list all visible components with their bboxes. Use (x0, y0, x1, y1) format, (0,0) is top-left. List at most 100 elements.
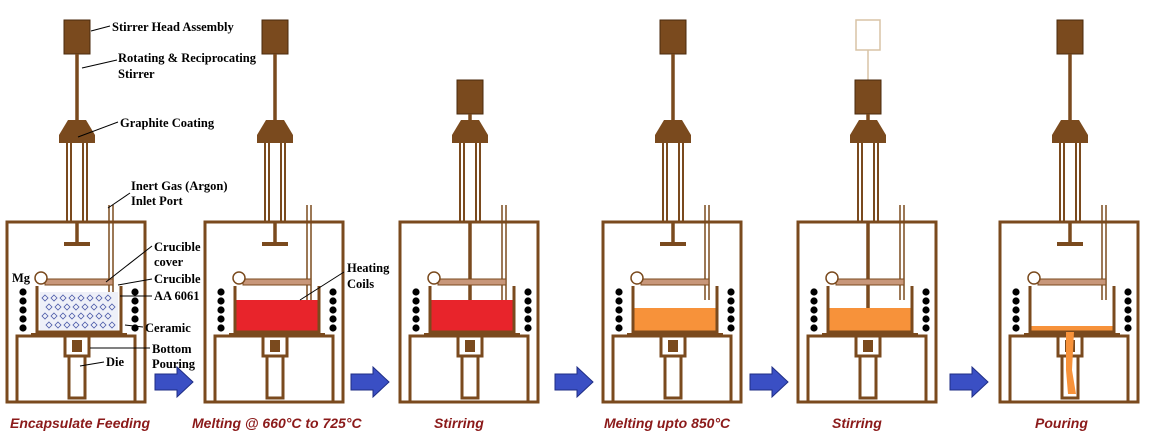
heating-coil (329, 306, 337, 314)
graphite-hood (59, 120, 95, 143)
crucible-cover (44, 278, 114, 286)
heating-coils-label-line2: Coils (347, 277, 374, 291)
charge-particle (41, 312, 49, 320)
caption-stage-4: Melting upto 850°C (604, 415, 731, 431)
heating-coil (217, 288, 225, 296)
heating-coil (412, 288, 420, 296)
heating-coil (217, 315, 225, 323)
mg-capsule (34, 271, 48, 285)
heating-coil (1012, 324, 1020, 332)
heating-coil (1124, 288, 1132, 296)
heating-coil (217, 306, 225, 314)
mg-capsule (825, 271, 839, 285)
mg-capsule (232, 271, 246, 285)
heating-coil (810, 288, 818, 296)
stage-1 (5, 19, 147, 404)
heating-coil (727, 324, 735, 332)
charge-particle (86, 312, 94, 320)
stirrer-head (456, 79, 484, 115)
heating-coil (727, 306, 735, 314)
process-arrow-1 (154, 365, 194, 399)
heating-coil (19, 297, 27, 305)
charge-particle (86, 294, 94, 302)
heating-coil (329, 288, 337, 296)
heating-coil (810, 315, 818, 323)
stirrer-head (1056, 19, 1084, 55)
stage1-labels: Stirrer Head Assembly Rotating & Recipro… (12, 20, 390, 371)
heating-coil (524, 306, 532, 314)
heating-coil (615, 306, 623, 314)
graphite-hood (1052, 120, 1088, 143)
charge-particle (108, 321, 116, 329)
graphite-hood (452, 120, 488, 143)
charge-particle (72, 321, 80, 329)
process-arrow-4 (749, 365, 789, 399)
charge-particle (77, 294, 85, 302)
caption-stage-2: Melting @ 660°C to 725°C (192, 415, 362, 431)
heating-coils-label-line1: Heating (347, 261, 390, 275)
stirrer-head (854, 79, 882, 115)
heating-coil (329, 324, 337, 332)
ceramic-label: Ceramic (145, 321, 191, 335)
charge-particle (72, 303, 80, 311)
heating-coil (131, 315, 139, 323)
rotating-stirrer-label-line2: Stirrer (118, 67, 155, 81)
charge-particle (63, 321, 71, 329)
crucible-cover (437, 278, 507, 286)
heating-coil (329, 315, 337, 323)
charge-particle (50, 312, 58, 320)
stage-2 (203, 19, 345, 404)
charge-particle (99, 303, 107, 311)
heating-coil (727, 288, 735, 296)
heating-coil (615, 288, 623, 296)
stage1-annotations (77, 25, 345, 367)
charge-particle (45, 321, 53, 329)
stirrer-head (261, 19, 289, 55)
charge-particle (54, 321, 62, 329)
heating-coil (922, 315, 930, 323)
stage-captions: Encapsulate Feeding Melting @ 660°C to 7… (10, 415, 1088, 431)
heating-coil (810, 324, 818, 332)
charge-particle (41, 294, 49, 302)
stirrer-head (63, 19, 91, 55)
mg-capsule (630, 271, 644, 285)
heating-coil (524, 297, 532, 305)
charge-particle (95, 294, 103, 302)
crucible-cover-label-line2: cover (154, 255, 184, 269)
charge-particle (59, 294, 67, 302)
heating-coil (524, 315, 532, 323)
heating-coil (19, 324, 27, 332)
charge-particle (104, 312, 112, 320)
crucible-cover (242, 278, 312, 286)
charge-particle (81, 303, 89, 311)
crucible-wall (428, 286, 516, 334)
graphite-coating-label: Graphite Coating (120, 116, 215, 130)
heating-coil (922, 297, 930, 305)
heating-coil (412, 306, 420, 314)
stage-6 (998, 19, 1140, 404)
heating-coil (524, 288, 532, 296)
heating-coil (131, 288, 139, 296)
heating-coil (412, 297, 420, 305)
melt (430, 300, 514, 332)
aa6061-label: AA 6061 (154, 289, 200, 303)
charge-particle (63, 303, 71, 311)
stirrer-head-label: Stirrer Head Assembly (112, 20, 235, 34)
heating-coil (329, 297, 337, 305)
melt (235, 300, 319, 332)
heating-coil (217, 324, 225, 332)
crucible-wall (826, 286, 914, 334)
bottom-pouring-label-line2: Pouring (152, 357, 196, 371)
crucible-cover (1037, 278, 1107, 286)
graphite-hood (257, 120, 293, 143)
process-arrows (154, 365, 989, 399)
crucible-cover (640, 278, 710, 286)
die-label: Die (106, 355, 125, 369)
heating-coil (922, 306, 930, 314)
heating-coil (524, 324, 532, 332)
stirrer-head (659, 19, 687, 55)
charge-particle (108, 303, 116, 311)
heating-coil (131, 306, 139, 314)
charge-particle (81, 321, 89, 329)
caption-stage-6: Pouring (1035, 415, 1088, 431)
